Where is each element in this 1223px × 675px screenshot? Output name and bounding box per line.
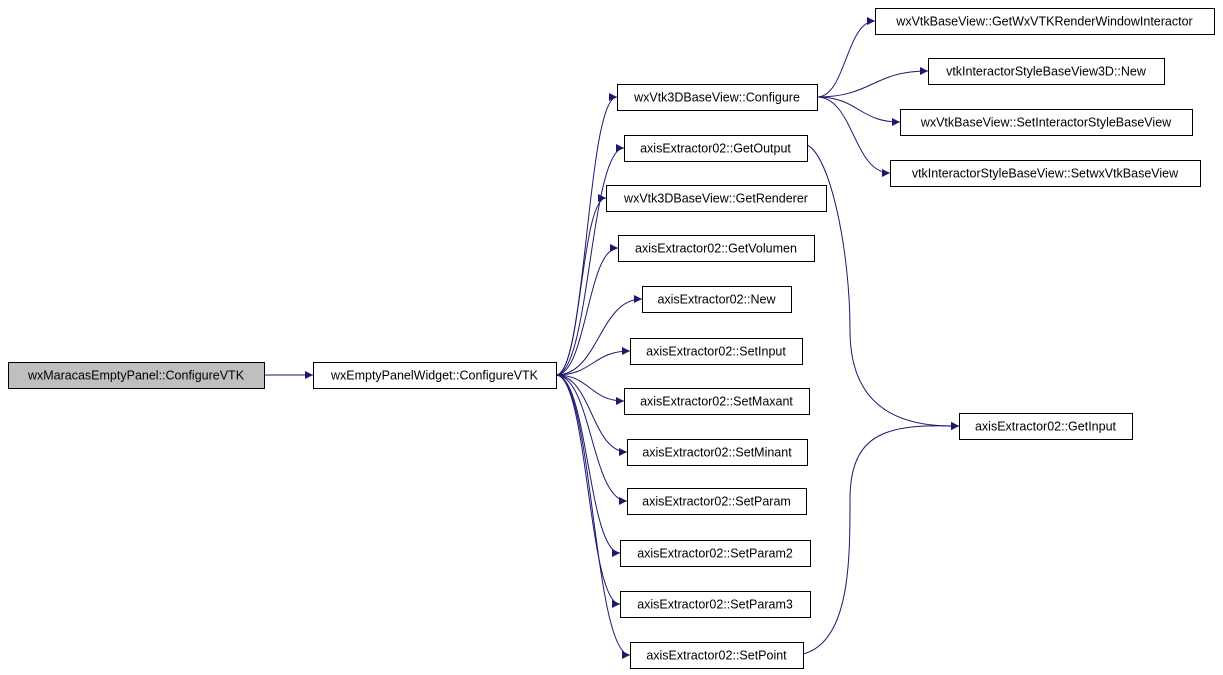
edge-configure-to-setwx bbox=[816, 96, 891, 177]
node-box[interactable] bbox=[928, 58, 1165, 85]
node-box[interactable] bbox=[630, 642, 804, 669]
node-vtkinteractorstylebaseview-setwxvtkbaseview[interactable]: vtkInteractorStyleBaseView::SetwxVtkBase… bbox=[890, 160, 1201, 187]
nodes-layer: wxMaracasEmptyPanel::ConfigureVTK wxEmpty… bbox=[8, 8, 1215, 669]
node-box[interactable] bbox=[624, 388, 810, 415]
edge-cfg-to-getrenderer bbox=[555, 194, 607, 376]
node-label: wxMaracasEmptyPanel::ConfigureVTK bbox=[27, 369, 245, 383]
node-wxvtkbaseview-getwxvtkrenderwindowinteractor[interactable]: wxVtkBaseView::GetWxVTKRenderWindowInter… bbox=[875, 8, 1215, 35]
node-box[interactable] bbox=[875, 8, 1215, 35]
node-box[interactable] bbox=[642, 286, 792, 313]
node-box[interactable] bbox=[620, 540, 811, 567]
node-box[interactable] bbox=[618, 235, 815, 262]
node-label: wxVtkBaseView::SetInteractorStyleBaseVie… bbox=[920, 116, 1172, 130]
node-axisextractor02-getoutput[interactable]: axisExtractor02::GetOutput bbox=[624, 135, 808, 162]
node-axisextractor02-setminant[interactable]: axisExtractor02::SetMinant bbox=[627, 439, 808, 466]
edge-cfg-to-setparam3 bbox=[555, 374, 621, 608]
node-box[interactable] bbox=[620, 591, 811, 618]
node-box[interactable] bbox=[606, 185, 827, 212]
node-label: axisExtractor02::SetInput bbox=[646, 345, 786, 359]
node-axisextractor02-setinput[interactable]: axisExtractor02::SetInput bbox=[630, 338, 803, 365]
node-box[interactable] bbox=[313, 362, 557, 389]
node-box[interactable] bbox=[900, 109, 1193, 136]
edge-configure-to-getwx bbox=[816, 17, 876, 98]
edge-cfg-to-setpoint bbox=[555, 374, 631, 659]
node-box[interactable] bbox=[624, 135, 808, 162]
edge-setpoint-to-getinput bbox=[802, 421, 960, 655]
edges-layer bbox=[264, 17, 960, 659]
node-wxmaracasemptypanel-configurevtk[interactable]: wxMaracasEmptyPanel::ConfigureVTK bbox=[8, 362, 265, 389]
edge-cfg-to-setmaxant bbox=[555, 374, 625, 405]
node-axisextractor02-setparam3[interactable]: axisExtractor02::SetParam3 bbox=[620, 591, 811, 618]
node-box[interactable] bbox=[627, 488, 807, 515]
node-label: axisExtractor02::GetInput bbox=[975, 420, 1117, 434]
node-label: axisExtractor02::New bbox=[657, 293, 776, 307]
node-axisextractor02-setmaxant[interactable]: axisExtractor02::SetMaxant bbox=[624, 388, 810, 415]
node-label: wxVtk3DBaseView::Configure bbox=[633, 91, 800, 105]
node-label: wxEmptyPanelWidget::ConfigureVTK bbox=[330, 369, 539, 383]
edge-configure-to-vtknew bbox=[816, 67, 929, 98]
node-axisextractor02-getvolumen[interactable]: axisExtractor02::GetVolumen bbox=[618, 235, 815, 262]
node-box[interactable] bbox=[890, 160, 1201, 187]
node-wxemptypanelwidget-configurevtk[interactable]: wxEmptyPanelWidget::ConfigureVTK bbox=[313, 362, 557, 389]
node-vtkinteractorstylebaseview3d-new[interactable]: vtkInteractorStyleBaseView3D::New bbox=[928, 58, 1165, 85]
node-axisextractor02-setparam2[interactable]: axisExtractor02::SetParam2 bbox=[620, 540, 811, 567]
edge-cfg-to-configure bbox=[555, 93, 618, 376]
edge-cfg-to-setparam2 bbox=[555, 374, 621, 557]
edge-cfg-to-setparam bbox=[555, 374, 628, 505]
node-label: axisExtractor02::SetParam2 bbox=[637, 547, 793, 561]
node-label: axisExtractor02::SetPoint bbox=[646, 649, 787, 663]
edge-cfg-to-setinput bbox=[555, 347, 631, 376]
node-box[interactable] bbox=[959, 413, 1133, 440]
node-label: axisExtractor02::GetVolumen bbox=[635, 242, 797, 256]
node-label: axisExtractor02::SetMinant bbox=[642, 446, 792, 460]
node-label: axisExtractor02::SetParam3 bbox=[637, 598, 793, 612]
node-label: vtkInteractorStyleBaseView::SetwxVtkBase… bbox=[912, 167, 1179, 181]
node-box[interactable] bbox=[8, 362, 265, 389]
node-wxvtkbaseview-setinteractorstylebaseview[interactable]: wxVtkBaseView::SetInteractorStyleBaseVie… bbox=[900, 109, 1193, 136]
node-axisextractor02-getinput[interactable]: axisExtractor02::GetInput bbox=[959, 413, 1133, 440]
node-box[interactable] bbox=[627, 439, 808, 466]
edge-cfg-to-getvolumen bbox=[555, 244, 619, 376]
edge-cfg-to-getoutput bbox=[555, 144, 625, 376]
node-box[interactable] bbox=[630, 338, 803, 365]
node-axisextractor02-setpoint[interactable]: axisExtractor02::SetPoint bbox=[630, 642, 804, 669]
node-label: wxVtk3DBaseView::GetRenderer bbox=[623, 192, 808, 206]
node-box[interactable] bbox=[617, 84, 818, 111]
node-label: wxVtkBaseView::GetWxVTKRenderWindowInter… bbox=[895, 15, 1192, 29]
node-label: vtkInteractorStyleBaseView3D::New bbox=[946, 65, 1147, 79]
edge-cfg-to-new02 bbox=[555, 295, 643, 376]
edge-configure-to-setstyle bbox=[816, 96, 901, 126]
node-axisextractor02-new[interactable]: axisExtractor02::New bbox=[642, 286, 792, 313]
node-wxvtk3dbaseview-getrenderer[interactable]: wxVtk3DBaseView::GetRenderer bbox=[606, 185, 827, 212]
node-label: axisExtractor02::SetMaxant bbox=[640, 395, 793, 409]
edge-getoutput-to-getinput bbox=[806, 144, 960, 431]
node-axisextractor02-setparam[interactable]: axisExtractor02::SetParam bbox=[627, 488, 807, 515]
node-wxvtk3dbaseview-configure[interactable]: wxVtk3DBaseView::Configure bbox=[617, 84, 818, 111]
node-label: axisExtractor02::GetOutput bbox=[640, 142, 791, 156]
edge-cfg-to-setminant bbox=[555, 374, 628, 456]
node-label: axisExtractor02::SetParam bbox=[642, 495, 791, 509]
